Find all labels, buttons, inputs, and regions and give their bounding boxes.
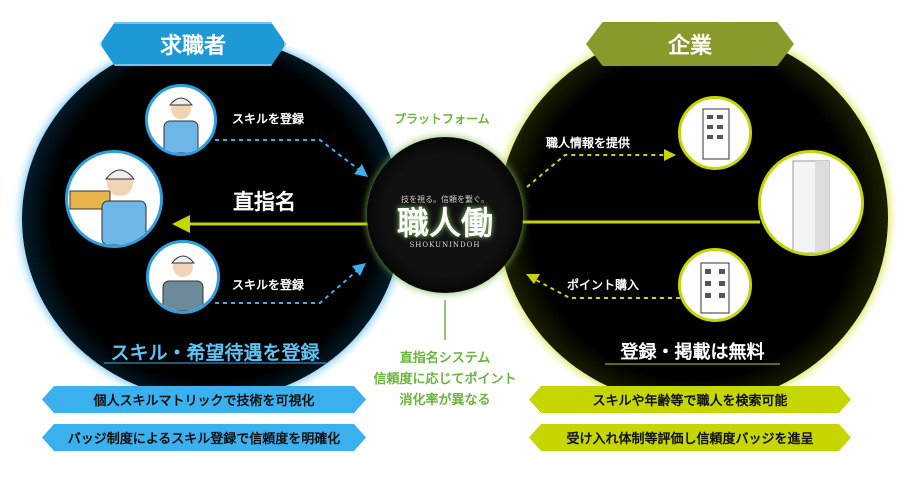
worker-icon	[163, 97, 199, 153]
note-line: 信頼度に応じてポイント	[373, 372, 517, 387]
platform-label: プラットフォーム	[394, 112, 490, 126]
job-seeker-banner: 求職者	[100, 22, 286, 66]
worker-avatar-center	[65, 150, 163, 248]
company-title: 企業	[667, 33, 712, 59]
feature-pill-right-2: 受け入れ体制等評価し信頼度バッジを進呈	[529, 424, 851, 451]
points-arrow	[531, 277, 680, 299]
skill-arrow-top	[215, 139, 363, 173]
buy-points-label: ポイント購入	[567, 278, 640, 292]
building-icon	[702, 108, 730, 160]
company-banner: 企業	[586, 22, 794, 66]
feature-text: バッジ制度によるスキル登録で信頼度を明確化	[67, 432, 341, 447]
building-avatar-bottom	[678, 248, 752, 322]
worker-avatar-bottom	[146, 240, 220, 314]
center-note: 直指名システム 信頼度に応じてポイント 消化率が異なる	[360, 348, 530, 411]
skyscraper-icon	[792, 160, 830, 253]
worker-avatar-top	[145, 84, 217, 156]
building-avatar-large	[758, 150, 864, 256]
job-seeker-title: 求職者	[159, 33, 226, 59]
info-arrow	[526, 154, 668, 188]
feature-text: スキルや年齢等で職人を検索可能	[592, 394, 788, 409]
feature-pill-right-1: スキルや年齢等で職人を検索可能	[529, 386, 851, 413]
logo-romaji: SHOKUNINDOH	[409, 241, 481, 249]
feature-pill-left-1: 個人スキルマトリックで技術を可視化	[42, 386, 366, 413]
feature-text: 個人スキルマトリックで技術を可視化	[93, 394, 315, 409]
tagline: 技を視る。信頼を繋ぐ。	[401, 195, 489, 204]
worker-icon	[162, 255, 204, 311]
skill-register-label-top: スキルを登録	[232, 112, 305, 126]
direct-arrow-head	[172, 215, 190, 233]
note-line: 消化率が異なる	[399, 393, 491, 408]
apartment-icon	[700, 262, 730, 314]
job-seeker-caption: スキル・希望待遇を登録	[110, 342, 320, 364]
shokunindoh-logo-circle: 技を視る。信頼を繋ぐ。 職人働 SHOKUNINDOH	[367, 137, 523, 293]
logo-text: 職人働	[396, 204, 493, 242]
feature-text: 受け入れ体制等評価し信頼度バッジを進呈	[566, 432, 814, 447]
building-avatar-top	[678, 96, 752, 170]
skill-register-label-bottom: スキルを登録	[232, 278, 305, 292]
feature-pill-left-2: バッジ制度によるスキル登録で信頼度を明確化	[42, 424, 366, 451]
worker-carrying-icon	[69, 169, 147, 245]
note-line: 直指名システム	[399, 351, 491, 366]
provide-info-label: 職人情報を提供	[546, 136, 631, 150]
direct-nomination-label: 直指名	[233, 189, 296, 214]
company-caption: 登録・掲載は無料	[620, 342, 765, 363]
skill-arrow-bottom	[215, 267, 361, 304]
